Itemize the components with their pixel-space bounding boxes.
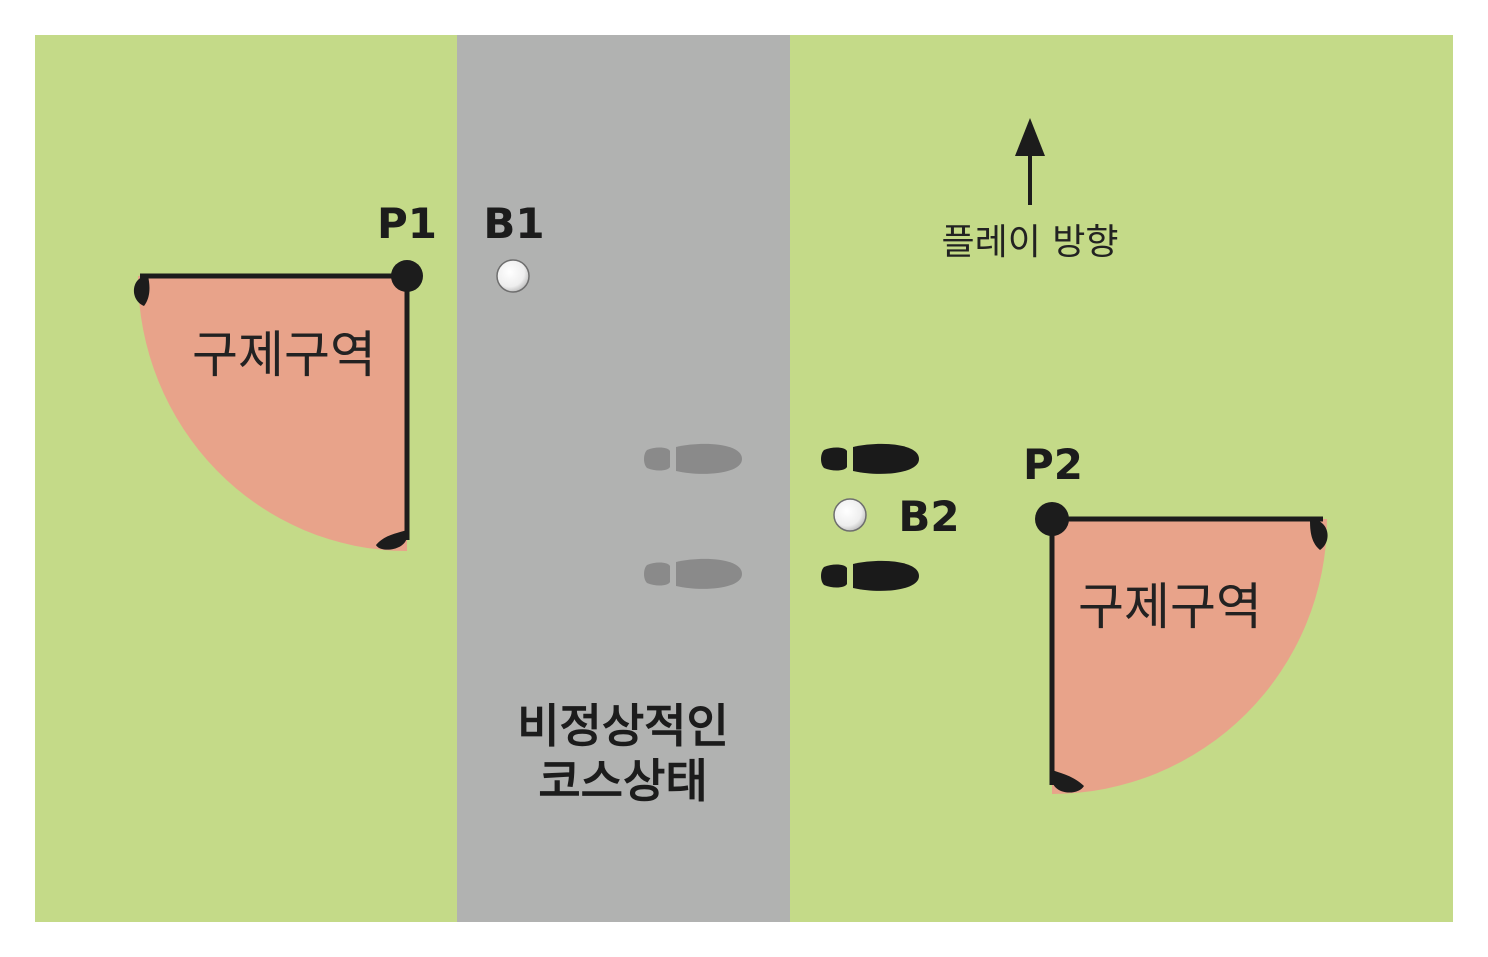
shoe-print-icon (821, 560, 919, 591)
golf-ball-icon (496, 259, 530, 293)
relief-area-right-label: 구제구역 (1078, 578, 1262, 636)
point-label-b2: B2 (898, 492, 959, 541)
abnormal-area-label-line2: 코스상태 (538, 754, 707, 808)
reference-point-p2 (1035, 502, 1069, 536)
shoe-print-icon (644, 443, 742, 474)
relief-area-left (133, 260, 423, 551)
abnormal-area-label-line1: 비정상적인 (517, 699, 729, 753)
shoe-print-icon (821, 443, 919, 474)
shoe-print-icon (644, 558, 742, 589)
play-direction-label: 플레이 방향 (941, 222, 1118, 263)
abnormal-course-condition-area (457, 35, 790, 922)
relief-area-right (1035, 502, 1328, 794)
arrow-up-icon (1015, 118, 1045, 205)
relief-area-left-label: 구제구역 (192, 326, 376, 384)
reference-point-p1 (391, 260, 423, 292)
golf-ball-icon (833, 498, 867, 532)
point-label-b1: B1 (483, 199, 544, 248)
point-label-p2: P2 (1023, 440, 1083, 489)
point-label-p1: P1 (377, 199, 437, 248)
